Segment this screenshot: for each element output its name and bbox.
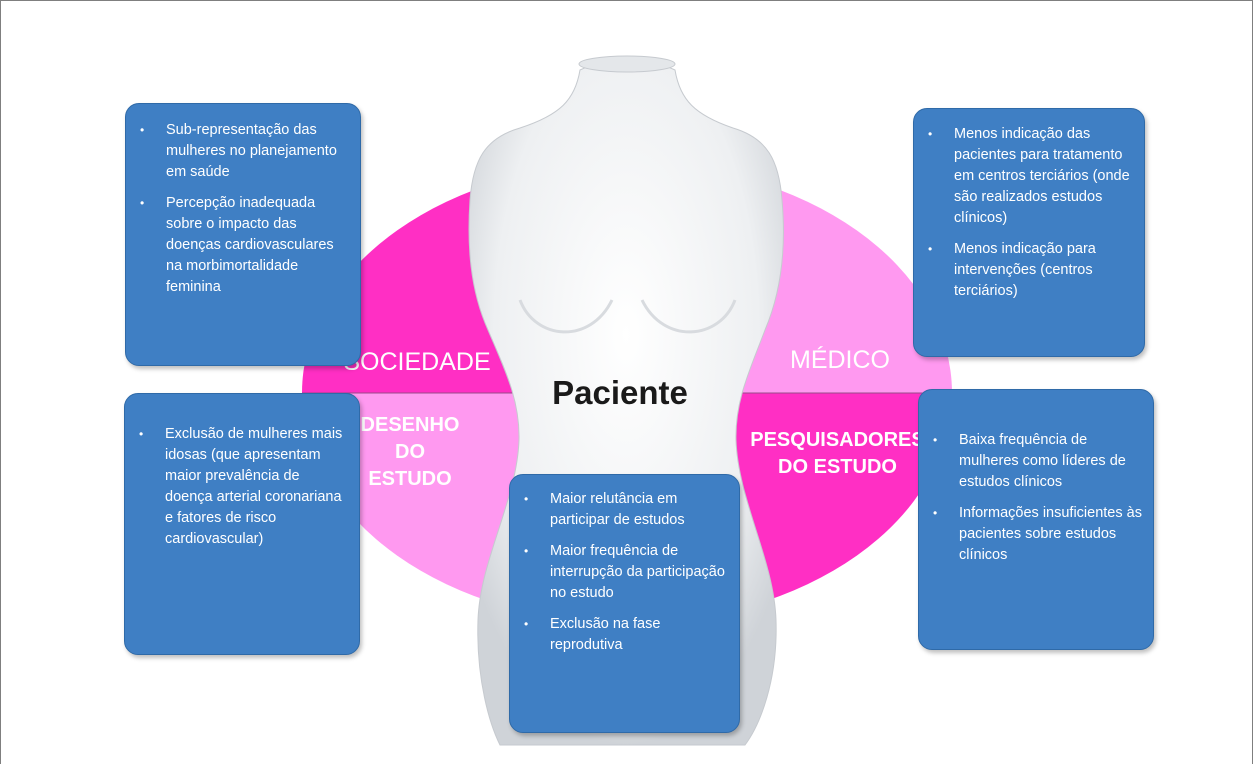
bullet-item: • Sub-representação das mulheres no plane… [126,120,350,183]
label-pesquisadores-do-estudo: PESQUISADORES DO ESTUDO [735,427,940,481]
bullet-icon: • [928,242,933,256]
bullet-text: Maior frequência de interrupção da parti… [550,543,725,601]
label-line: PESQUISADORES [750,429,925,451]
box-medico: • Menos indicação das pacientes para trat… [913,108,1145,357]
bullet-item: • Maior relutância em participar de estud… [510,489,731,531]
bullet-item: • Menos indicação das pacientes para trat… [914,124,1136,229]
bullet-item: • Menos indicação para intervenções (cent… [914,239,1136,302]
box-paciente: • Maior relutância em participar de estud… [509,474,740,733]
bullet-icon: • [139,427,144,441]
label-medico: MÉDICO [790,346,890,374]
bullet-item: • Exclusão na fase reprodutiva [510,614,731,656]
bullet-item: • Percepção inadequada sobre o impacto da… [126,193,350,298]
bullet-icon: • [933,433,938,447]
bullet-list: • Exclusão de mulheres mais idosas (que a… [125,424,349,550]
label-line: DO [395,441,425,463]
bullet-text: Baixa frequência de mulheres como lídere… [959,432,1126,490]
bullet-icon: • [140,123,145,137]
bullet-list: • Baixa frequência de mulheres como líder… [919,430,1143,566]
bullet-item: • Maior frequência de interrupção da part… [510,541,731,604]
bullet-item: • Baixa frequência de mulheres como líder… [919,430,1143,493]
bullet-text: Menos indicação para intervenções (centr… [954,241,1096,299]
bullet-text: Exclusão de mulheres mais idosas (que ap… [165,426,343,547]
label-line: ESTUDO [368,468,452,490]
label-line: DO ESTUDO [778,456,897,478]
bullet-text: Exclusão na fase reprodutiva [550,616,661,653]
bullet-text: Percepção inadequada sobre o impacto das… [166,195,334,295]
label-desenho-do-estudo: DESENHO DO ESTUDO [345,412,475,493]
box-sociedade: • Sub-representação das mulheres no plane… [125,103,361,366]
bullet-icon: • [933,506,938,520]
bullet-list: • Maior relutância em participar de estud… [510,489,731,656]
bullet-list: • Sub-representação das mulheres no plane… [126,120,350,298]
bullet-icon: • [524,544,529,558]
bullet-item: • Informações insuficientes às pacientes … [919,503,1143,566]
bullet-icon: • [928,127,933,141]
bullet-text: Maior relutância em participar de estudo… [550,491,685,528]
label-line: DESENHO [360,414,460,436]
label-sociedade: SOCIEDADE [343,348,491,376]
bullet-icon: • [140,196,145,210]
bullet-item: • Exclusão de mulheres mais idosas (que a… [125,424,349,550]
box-desenho-do-estudo: • Exclusão de mulheres mais idosas (que a… [124,393,360,655]
bullet-text: Sub-representação das mulheres no planej… [166,122,337,180]
bullet-text: Informações insuficientes às pacientes s… [959,505,1142,563]
bullet-text: Menos indicação das pacientes para trata… [954,126,1130,226]
bullet-icon: • [524,492,529,506]
bullet-list: • Menos indicação das pacientes para trat… [914,124,1136,302]
box-pesquisadores: • Baixa frequência de mulheres como líder… [918,389,1154,650]
center-label-paciente: Paciente [552,374,688,411]
bullet-icon: • [524,617,529,631]
